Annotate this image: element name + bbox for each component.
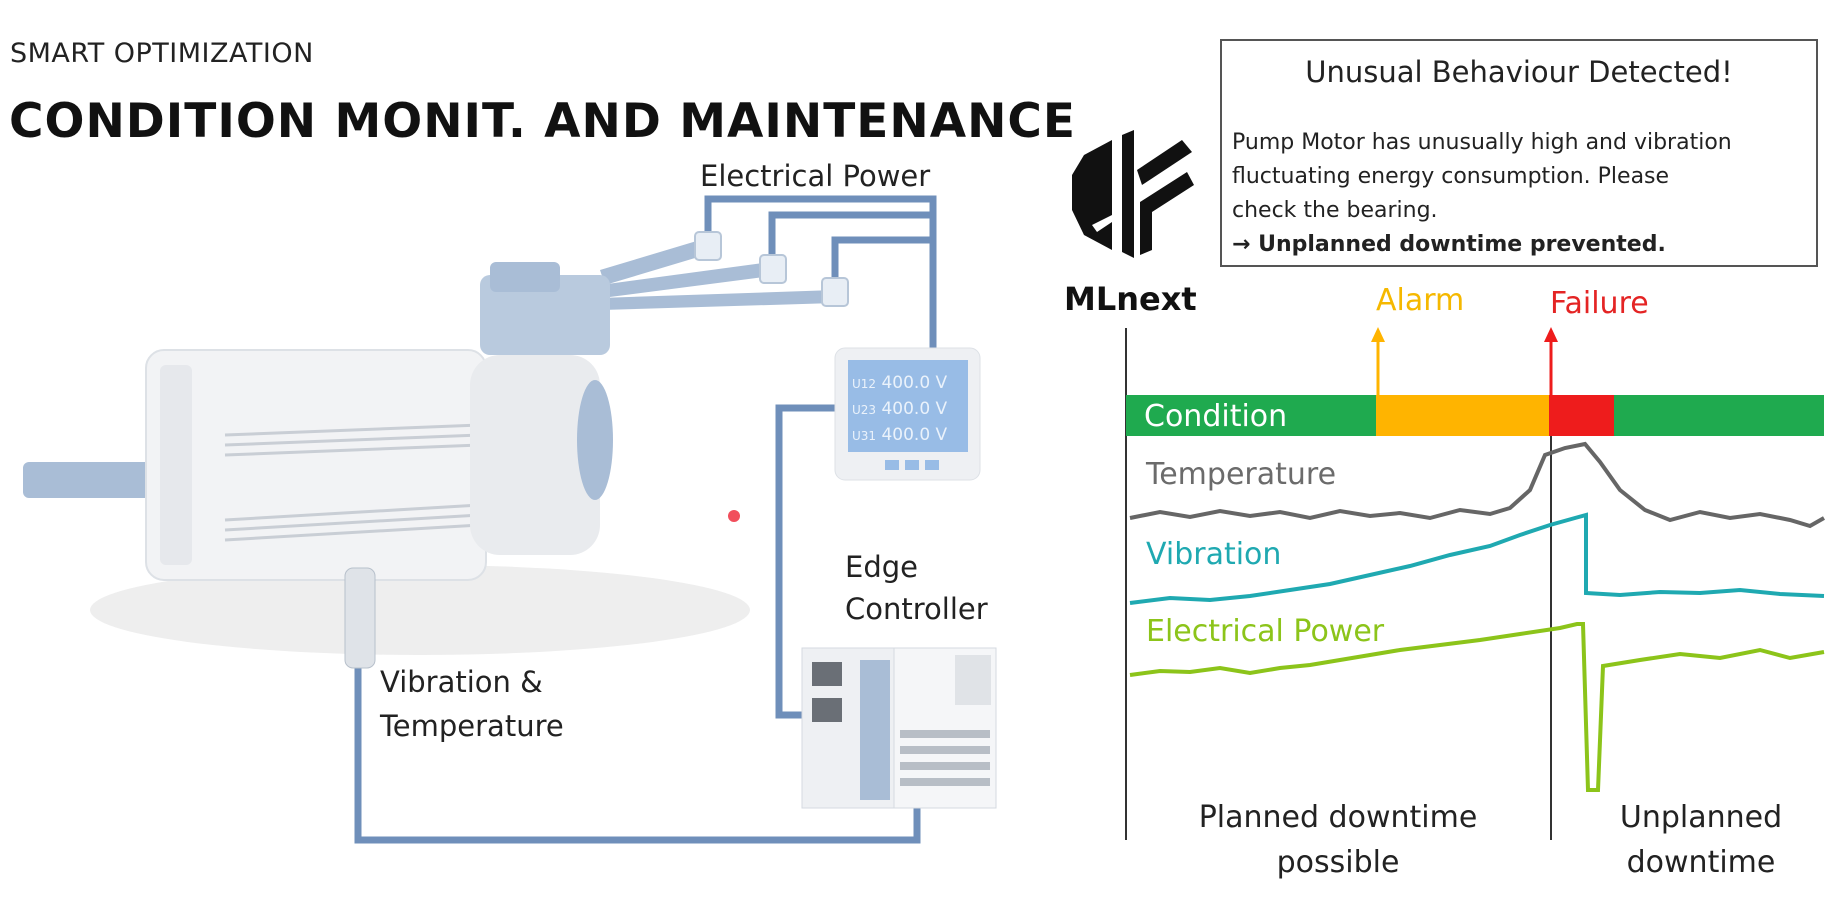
condition-ok-segment-2: [1614, 395, 1824, 436]
page-title: CONDITION MONIT. AND MAINTENANCE: [9, 94, 1077, 149]
alert-body: Pump Motor has unusually high and vibrat…: [1232, 126, 1812, 262]
meter-reading-2: U23 400.0 V: [852, 399, 948, 419]
electrical-power-label: Electrical Power: [1146, 614, 1385, 649]
electrical-power-label: Electrical Power: [700, 159, 930, 193]
power-cable-1: [704, 195, 937, 348]
unplanned-downtime-label-1: Unplanned: [1620, 800, 1782, 835]
condition-failure-segment: [1549, 395, 1614, 436]
temperature-line: [1129, 441, 1825, 529]
logo-name: MLnext: [1064, 280, 1197, 315]
pointer-dot: [728, 510, 740, 522]
system-diagram: U12 400.0 V U23 400.0 V U31 400.0 V Elec…: [23, 159, 997, 844]
sensor-cable: [354, 660, 921, 844]
cables: [354, 195, 937, 844]
vibration-label: Vibration: [1146, 537, 1281, 572]
meter-reading-1: U12 400.0 V: [852, 373, 948, 393]
edge-controller-label-2: Controller: [845, 592, 988, 626]
sensor-label-1: Vibration &: [380, 665, 543, 699]
planned-downtime-label-1: Planned downtime: [1199, 800, 1478, 835]
controller-meter-cable: [775, 404, 835, 719]
planned-downtime-label-2: possible: [1277, 845, 1400, 880]
failure-label: Failure: [1550, 286, 1649, 321]
motor: [23, 262, 613, 581]
condition-ok-segment: [1126, 395, 1376, 436]
condition-label: Condition: [1144, 399, 1287, 434]
sensor-label-2: Temperature: [379, 709, 564, 743]
electrical-power-line: [1129, 622, 1825, 792]
edge-controller: [801, 647, 997, 809]
meter-reading-3: U31 400.0 V: [852, 425, 948, 445]
unplanned-downtime-label-2: downtime: [1627, 845, 1776, 880]
alert-line: check the bearing.: [1232, 198, 1438, 223]
motor-wires: [600, 240, 835, 310]
alert-line: Pump Motor has unusually high and vibrat…: [1232, 130, 1732, 155]
failure-arrow-head-icon: [1544, 327, 1558, 342]
alert-conclusion: → Unplanned downtime prevented.: [1232, 232, 1666, 257]
current-clamps: [694, 231, 849, 307]
mlnext-logo: MLnext: [1064, 130, 1197, 315]
temperature-label: Temperature: [1145, 457, 1336, 492]
power-cable-2: [768, 211, 933, 255]
alert-box: Unusual Behaviour Detected! Pump Motor h…: [1220, 39, 1818, 267]
vibration-line: [1129, 512, 1825, 605]
alarm-label: Alarm: [1376, 283, 1464, 318]
motor-shadow: [90, 565, 750, 655]
power-cable-3: [831, 236, 933, 280]
power-meter: U12 400.0 V U23 400.0 V U31 400.0 V: [834, 347, 981, 481]
alert-line: fluctuating energy consumption. Please: [1232, 164, 1670, 189]
subtitle: SMART OPTIMIZATION: [10, 38, 314, 69]
alarm-arrow-head-icon: [1371, 327, 1385, 342]
vibration-sensor: [344, 567, 376, 669]
edge-controller-label-1: Edge: [845, 550, 918, 584]
alert-title: Unusual Behaviour Detected!: [1305, 55, 1733, 89]
condition-alarm-segment: [1376, 395, 1549, 436]
